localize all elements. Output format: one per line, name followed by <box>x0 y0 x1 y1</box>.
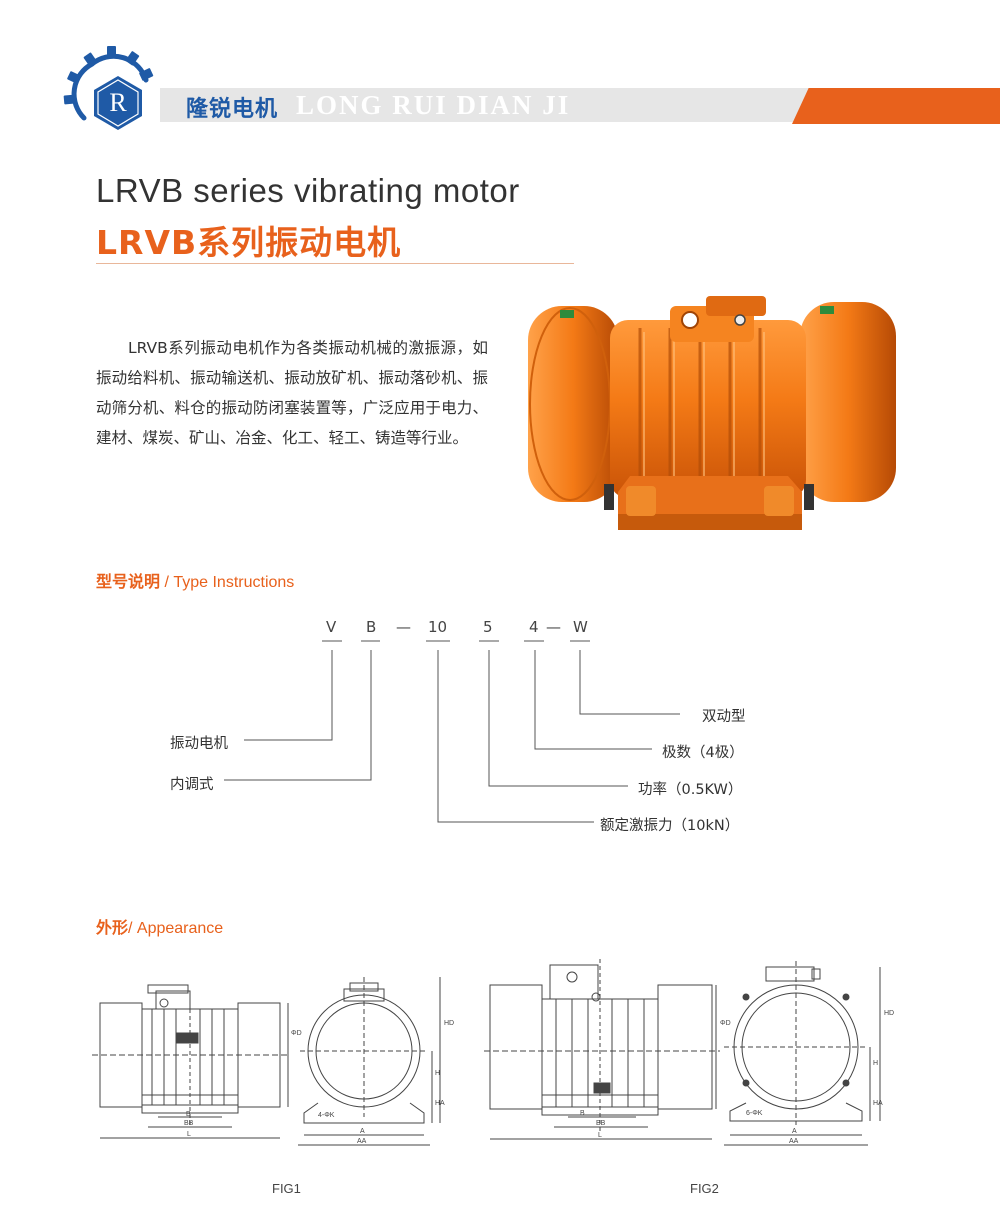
fig2-dimension-drawing: B BB L ΦD HD H HA 6-ΦK A AA <box>484 959 894 1146</box>
code-char-10: 10 <box>428 618 448 636</box>
fig1-dim-aa: AA <box>357 1138 367 1145</box>
header-accent-bar <box>792 88 1000 124</box>
header-bar <box>160 88 810 122</box>
appearance-heading-en: / Appearance <box>128 920 224 937</box>
label-rated-force: 额定激振力（10kN） <box>600 818 740 834</box>
product-description: LRVB系列振动电机作为各类振动机械的激振源，如振动给料机、振动输送机、振动放矿… <box>96 339 488 447</box>
brand-name-en: LONG RUI DIAN JI <box>296 90 571 120</box>
brand-name-cn: 隆锐电机 <box>186 97 279 122</box>
fig1-dim-b: B <box>186 1111 191 1118</box>
code-char-v: V <box>326 618 337 636</box>
fig1-dim-bb: BB <box>184 1120 194 1127</box>
appearance-heading: 外形/ Appearance <box>96 914 223 938</box>
code-dash-2: — <box>546 618 561 636</box>
type-instructions-heading: 型号说明 / Type Instructions <box>96 568 294 592</box>
fig1-dim-l: L <box>187 1131 191 1138</box>
fig1-dim-phid: ΦD <box>291 1030 302 1037</box>
fig2-dim-aa: AA <box>789 1138 799 1145</box>
label-poles: 极数（4极） <box>662 745 744 761</box>
fig2-dim-b: B <box>580 1110 585 1117</box>
fig2-label: FIG2 <box>690 1181 719 1196</box>
type-heading-en: / Type Instructions <box>160 574 295 591</box>
code-char-5: 5 <box>483 618 493 636</box>
fig1-dim-ha: HA <box>435 1100 445 1107</box>
fig2-dim-ha: HA <box>873 1100 883 1107</box>
appearance-heading-cn: 外形 <box>96 918 129 937</box>
fig2-dim-a: A <box>792 1128 797 1135</box>
fig2-dim-phid: ΦD <box>720 1020 731 1027</box>
label-internal-adjust: 内调式 <box>170 777 214 793</box>
company-logo-icon: R <box>63 46 154 130</box>
fig2-dim-bb: BB <box>596 1120 606 1127</box>
label-vibrating-motor: 振动电机 <box>170 736 228 752</box>
title-divider <box>96 263 574 264</box>
code-char-4: 4 <box>529 618 539 636</box>
page-title-cn: LRVB系列振动电机 <box>96 223 402 262</box>
code-char-b: B <box>366 618 377 636</box>
fig2-dim-holes: 6-ΦK <box>746 1110 763 1117</box>
fig2-dim-hd: HD <box>884 1010 894 1017</box>
label-double-action: 双动型 <box>702 709 746 725</box>
fig1-dim-a: A <box>360 1128 365 1135</box>
fig2-dim-h: H <box>873 1060 878 1067</box>
code-char-w: W <box>573 618 588 636</box>
motor-product-image <box>528 296 896 530</box>
code-dash-1: — <box>396 618 411 636</box>
fig2-dim-l: L <box>598 1132 602 1139</box>
fig1-dimension-drawing: B BB L ΦD HD H HA 4-ΦK A AA <box>92 977 454 1146</box>
fig1-dim-hd: HD <box>444 1020 454 1027</box>
label-power: 功率（0.5KW） <box>638 782 743 798</box>
fig1-label: FIG1 <box>272 1181 301 1196</box>
page-title-en: LRVB series vibrating motor <box>96 172 520 209</box>
type-heading-cn: 型号说明 <box>96 572 161 591</box>
fig1-dim-holes: 4-ΦK <box>318 1112 335 1119</box>
fig1-dim-h: H <box>435 1070 440 1077</box>
logo-letter: R <box>109 88 127 117</box>
